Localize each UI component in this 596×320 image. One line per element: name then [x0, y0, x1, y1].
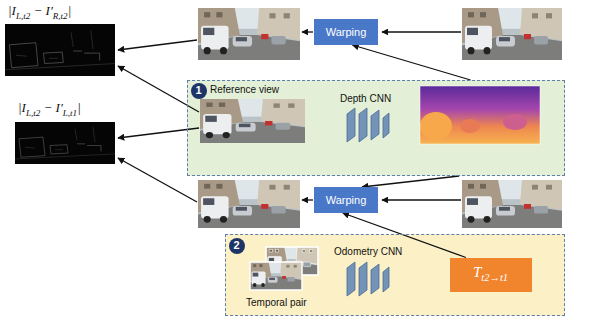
box-text: Tt2→t1	[473, 264, 508, 284]
flow-arrows	[118, 32, 461, 202]
box-text: 1	[195, 84, 201, 97]
box-text: Warping	[326, 26, 367, 39]
error-formula: |IL,t2 − I′L,t1|	[18, 101, 81, 118]
step-number: 1	[191, 83, 207, 99]
flow-arrow	[352, 45, 470, 80]
band-heading: Temporal pair	[246, 297, 307, 309]
box-text: 2	[233, 239, 239, 252]
band-heading: Reference view	[210, 84, 279, 96]
warping-box: Warping	[314, 187, 378, 213]
depth-map	[420, 86, 540, 144]
warping-box: Warping	[314, 19, 378, 45]
network-name: Depth CNN	[340, 93, 391, 105]
step-number: 2	[229, 238, 245, 254]
error-map	[5, 24, 115, 76]
band-ground	[187, 80, 565, 176]
warped-image	[198, 8, 300, 60]
temporal-pair	[250, 247, 318, 290]
pose-box: Tt2→t1	[450, 258, 532, 292]
previous-image	[462, 180, 562, 228]
band-ground	[225, 234, 565, 316]
right-image	[462, 8, 562, 60]
cnn-icon	[347, 108, 389, 142]
warped-image	[198, 180, 300, 228]
reference-image	[200, 99, 305, 143]
cnn-icon	[347, 262, 389, 296]
error-formula: |IL,t2 − I′R,t2|	[8, 4, 71, 21]
box-text: Warping	[326, 194, 367, 207]
error-map	[15, 122, 115, 164]
flow-arrow	[362, 176, 459, 187]
network-name: Odometry CNN	[334, 246, 402, 258]
